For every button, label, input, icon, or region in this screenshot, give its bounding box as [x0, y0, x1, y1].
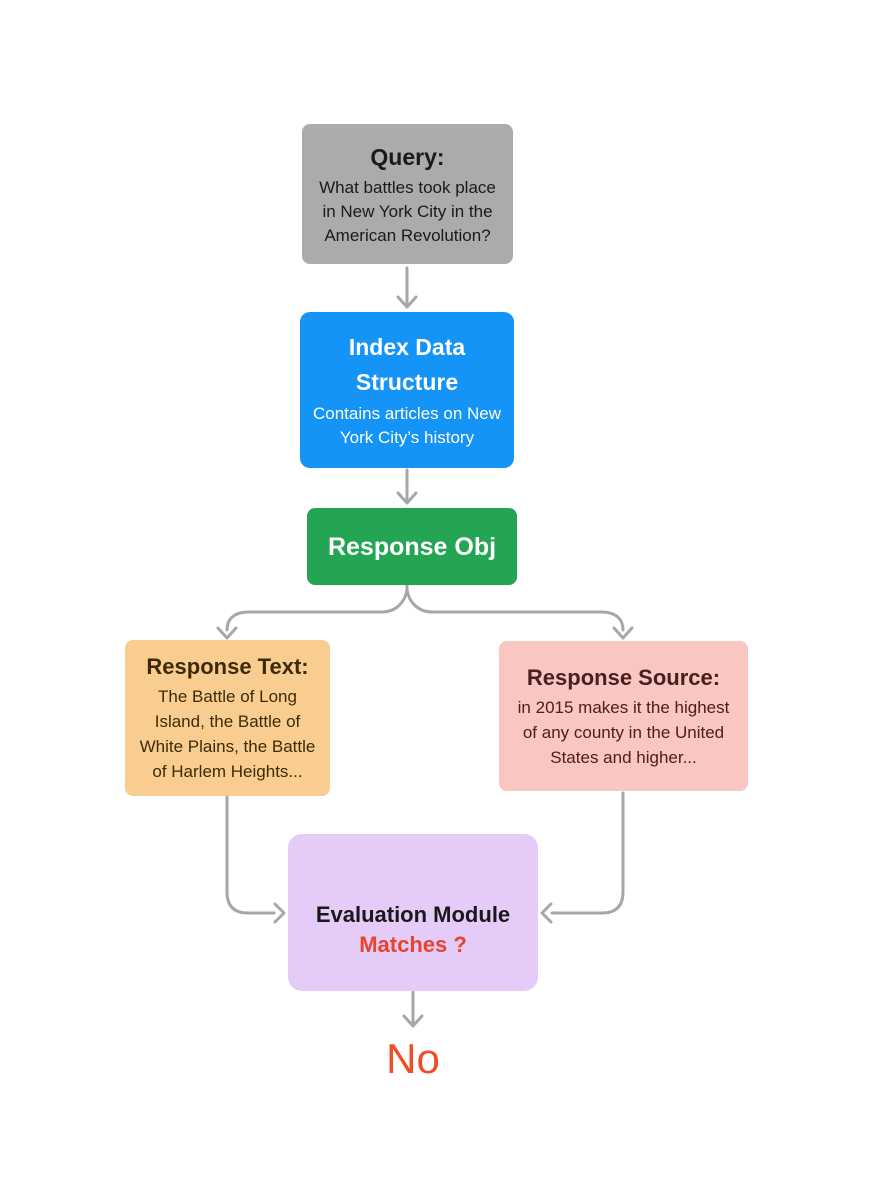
node-response-obj: Response Obj [307, 508, 517, 585]
arrow-source-to-evaluation [550, 791, 625, 915]
arrowhead-left [540, 902, 553, 924]
node-response-source: Response Source: in 2015 makes it the hi… [499, 641, 748, 791]
arrowhead-down-left [216, 626, 238, 640]
response-text-title: Response Text: [146, 654, 309, 679]
arrowhead-right [273, 902, 286, 924]
node-index-data-structure: Index Data Structure Contains articles o… [300, 312, 514, 468]
node-evaluation-module: Evaluation Module Matches ? [288, 834, 538, 991]
index-data-structure-title: Index Data Structure [348, 334, 466, 395]
arrowhead-down-3 [402, 1014, 424, 1028]
evaluation-module-matches-label: Matches ? [359, 931, 467, 957]
arrowhead-down-right [612, 626, 634, 640]
arrow-fork-left [225, 584, 409, 632]
arrow-fork-right [405, 584, 625, 632]
response-obj-title: Response Obj [327, 532, 497, 561]
arrowhead-down-1 [396, 295, 418, 309]
evaluation-module-title: Evaluation Module [315, 901, 511, 927]
arrow-text-to-evaluation [225, 795, 276, 915]
query-title: Query: [370, 144, 445, 170]
arrowhead-down-2 [396, 491, 418, 505]
result-no-label: No [386, 1035, 440, 1082]
response-source-title: Response Source: [526, 664, 721, 690]
